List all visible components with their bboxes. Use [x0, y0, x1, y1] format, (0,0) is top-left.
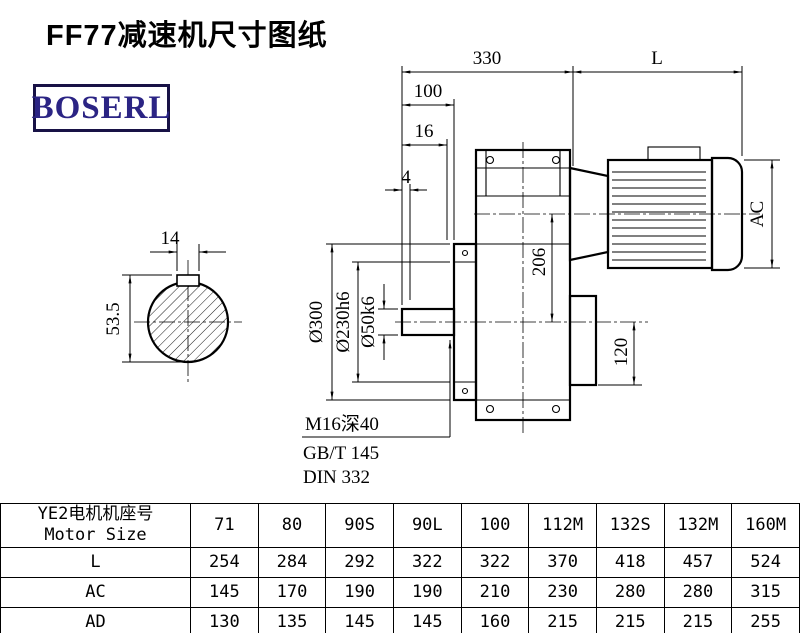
table-cell: 190: [325, 576, 394, 608]
dim-230h6-label: Ø230h6: [333, 291, 354, 352]
table-cell: 160: [460, 606, 530, 633]
dim-L: L: [573, 48, 742, 74]
table-cell: 130: [190, 606, 259, 633]
table-cell: 145: [190, 576, 259, 608]
table-cell: 292: [325, 546, 394, 578]
table-cell: 215: [663, 606, 733, 633]
dim-120-label: 120: [611, 338, 632, 367]
dim-14-label: 14: [161, 228, 181, 249]
row-label: L: [0, 546, 191, 578]
table-cell: 418: [595, 546, 665, 578]
dim-330-label: 330: [473, 48, 502, 69]
housing-bolt: [551, 404, 561, 414]
thread-note: M16深40 GB/T 145 DIN 332: [302, 340, 452, 488]
table-cell: 145: [325, 606, 394, 633]
table-cell: 280: [595, 576, 665, 608]
flange-bolt-hole: [461, 249, 469, 257]
motor-size-cell: 90S: [325, 503, 394, 548]
motor-size-header: YE2电机机座号 Motor Size: [0, 503, 191, 548]
dim-keyway-width: 14: [150, 228, 226, 271]
housing-lug: [568, 294, 598, 387]
table-cell: 322: [392, 546, 462, 578]
dim-spigot-diameter: Ø230h6: [333, 261, 450, 383]
table-cell: 457: [663, 546, 733, 578]
header-line1: YE2电机机座号: [37, 504, 154, 524]
table-cell: 280: [663, 576, 733, 608]
row-label: AD: [0, 606, 191, 633]
dim-keyway-height: 53.5: [103, 274, 184, 363]
table-cell: 215: [528, 606, 597, 633]
boserl-logo-text: BOSERL: [31, 89, 172, 126]
keyway: [176, 274, 200, 287]
motor-size-cell: 90L: [392, 503, 462, 548]
table-cell: 145: [392, 606, 462, 633]
dim-4-label: 4: [401, 167, 411, 188]
dim-53-5-label: 53.5: [103, 302, 124, 335]
table-cell: 215: [595, 606, 665, 633]
housing-bolt: [551, 155, 561, 165]
dim-300-label: Ø300: [306, 301, 327, 343]
dim-shaft-diameter: Ø50k6: [358, 284, 398, 360]
page-title: FF77减速机尺寸图纸: [46, 20, 328, 52]
table-row-AC: AC 145 170 190 190 210 230 280 280 315: [0, 576, 800, 608]
header-line2: Motor Size: [44, 525, 147, 546]
gear-housing: [474, 148, 572, 422]
dim-AC-label: AC: [747, 201, 768, 227]
dim-16-label: 16: [415, 121, 434, 142]
table-cell: 255: [731, 606, 800, 633]
dim-206: 206: [529, 214, 554, 322]
motor: [606, 146, 744, 272]
dim-100: 100: [402, 81, 454, 107]
motor-size-cell: 132M: [663, 503, 733, 548]
dim-120: 120: [598, 322, 642, 386]
housing-bolt: [485, 404, 495, 414]
motor-size-cell: 112M: [528, 503, 597, 548]
shaft-section-view: 14 53.5: [103, 228, 242, 382]
housing-bolt: [485, 155, 495, 165]
shaft-section-circle: [146, 280, 230, 364]
motor-size-cell: 71: [190, 503, 259, 548]
terminal-box: [647, 146, 701, 161]
flange-bolt-hole: [461, 387, 469, 395]
table-cell: 210: [460, 576, 530, 608]
motor-size-cell: 160M: [731, 503, 800, 548]
table-cell: 370: [528, 546, 597, 578]
gearbox-side-view: [395, 142, 760, 433]
dim-AC: AC: [744, 159, 780, 269]
dimension-table: YE2电机机座号 Motor Size 71 80 90S 90L 100 11…: [0, 503, 800, 633]
note-tap-label: M16深40: [305, 413, 379, 435]
note-din-label: DIN 332: [303, 467, 370, 488]
table-cell: 524: [731, 546, 800, 578]
row-label: AC: [0, 576, 191, 608]
table-cell: 254: [190, 546, 259, 578]
note-gbt-label: GB/T 145: [303, 443, 379, 464]
table-row-L: L 254 284 292 322 322 370 418 457 524: [0, 546, 800, 578]
dimension-annotations: 330 L 100 16 4 AC: [306, 48, 780, 401]
table-cell: 190: [392, 576, 462, 608]
table-cell: 135: [257, 606, 327, 633]
motor-size-cell: 100: [460, 503, 530, 548]
dim-100-label: 100: [414, 81, 443, 102]
table-cell: 170: [257, 576, 327, 608]
dim-50k6-label: Ø50k6: [358, 296, 379, 348]
fan-cowl: [710, 156, 744, 272]
table-cell: 284: [257, 546, 327, 578]
table-row-AD: AD 130 135 145 145 160 215 215 215 255: [0, 606, 800, 633]
table-cell: 315: [731, 576, 800, 608]
boserl-logo: BOSERL: [31, 84, 172, 132]
dim-4: 4: [385, 167, 427, 192]
dim-330: 330: [402, 48, 573, 74]
dimension-drawing: 14 53.5: [103, 48, 780, 488]
dim-L-label: L: [651, 48, 663, 69]
table-header-row: YE2电机机座号 Motor Size 71 80 90S 90L 100 11…: [0, 503, 800, 548]
motor-size-cell: 80: [257, 503, 327, 548]
motor-size-cell: 132S: [595, 503, 665, 548]
dim-flange-diameter: Ø300: [306, 243, 450, 401]
dim-206-label: 206: [529, 248, 550, 277]
dim-16: 16: [402, 121, 447, 147]
table-cell: 230: [528, 576, 597, 608]
table-cell: 322: [460, 546, 530, 578]
